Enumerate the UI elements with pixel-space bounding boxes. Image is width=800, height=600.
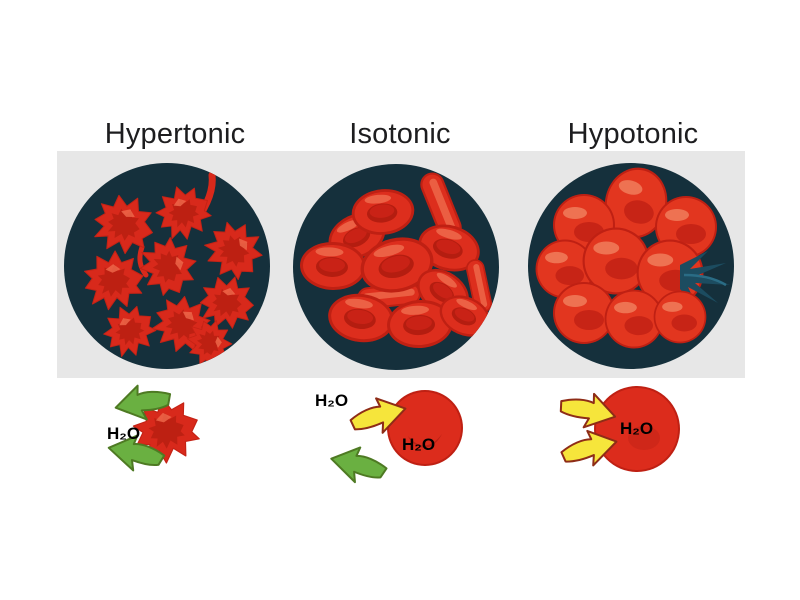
water-label: H₂O	[107, 424, 141, 443]
isotonic-cell-diagram	[326, 390, 463, 489]
hypotonic-cell-diagram	[555, 385, 680, 473]
swollen-cells-group	[535, 163, 730, 349]
water-out-arrow-icon	[326, 441, 391, 489]
crenated-cells-group	[79, 171, 270, 369]
hypertonic-label: Hypertonic	[104, 118, 246, 150]
cell-shading	[628, 426, 660, 450]
isotonic-label: Isotonic	[349, 118, 451, 150]
hypertonic-microscope-view	[64, 163, 270, 369]
water-label: H₂O	[620, 419, 654, 438]
water-label: H₂O	[402, 435, 436, 454]
isotonic-microscope-view	[293, 164, 499, 370]
lysis-splash-line	[683, 273, 727, 287]
hypotonic-microscope-view	[528, 163, 734, 369]
hypotonic-label: Hypotonic	[567, 118, 699, 150]
swollen-cell	[653, 290, 707, 344]
water-label: H₂O	[315, 391, 349, 410]
cell-concavity	[408, 434, 442, 448]
normal-cell-body	[389, 392, 461, 464]
cell-strand	[137, 244, 149, 278]
